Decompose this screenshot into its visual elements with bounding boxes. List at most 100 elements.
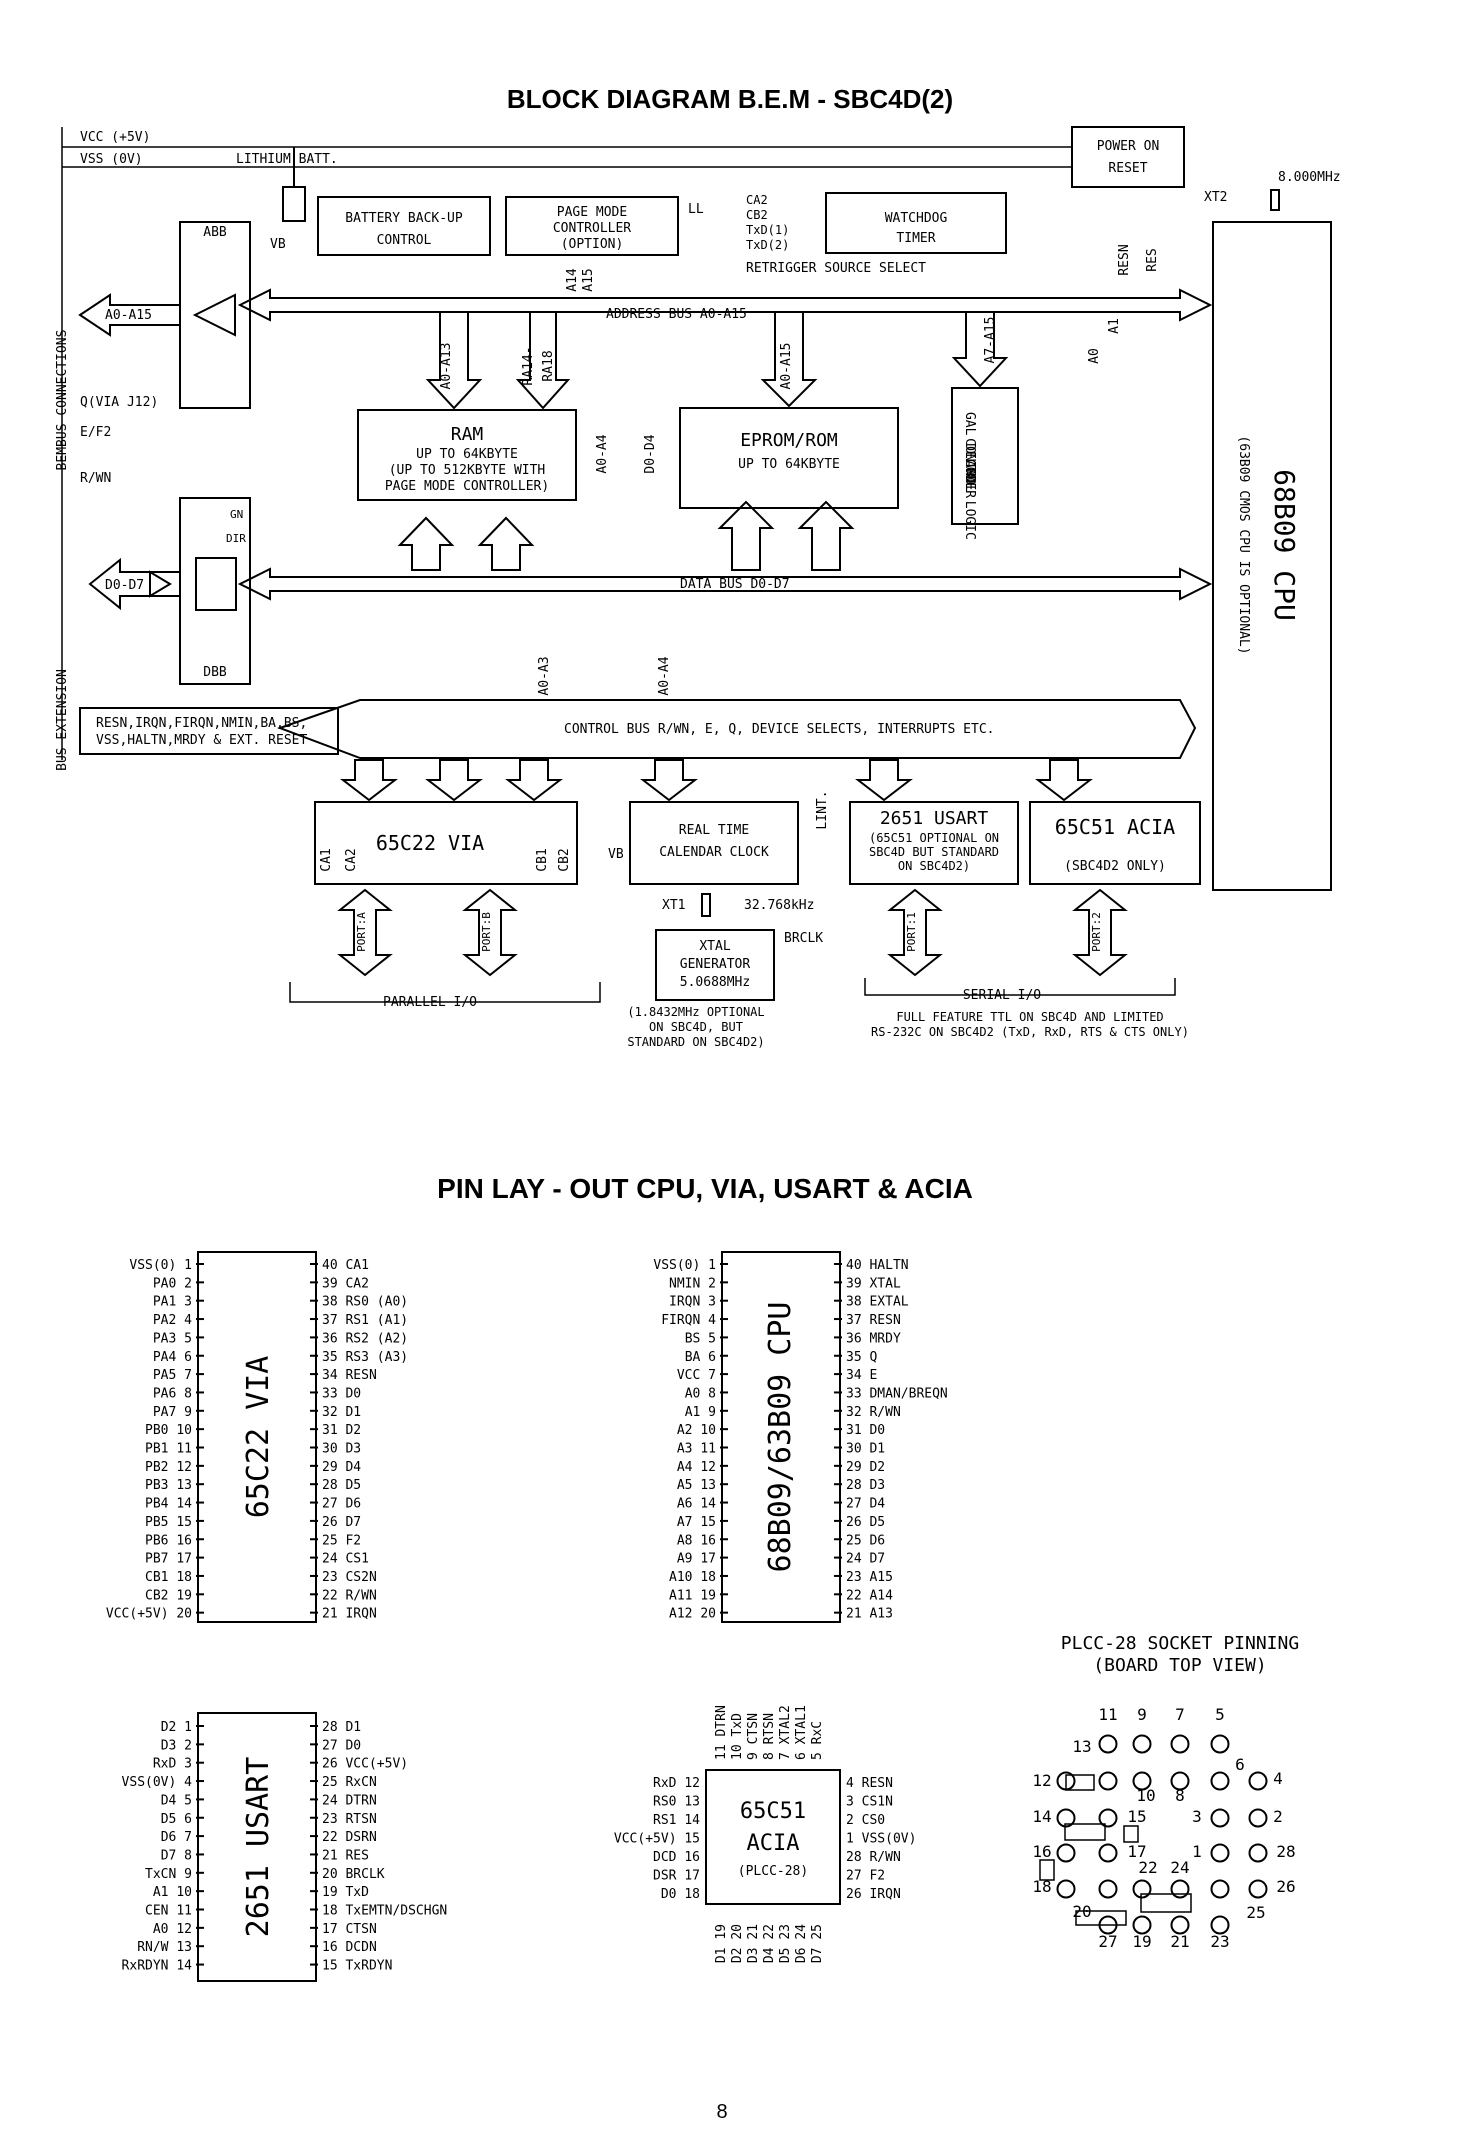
control-bus-label: CONTROL BUS R/WN, E, Q, DEVICE SELECTS, … — [564, 722, 994, 737]
clk-8mhz-label: 8.000MHz — [1278, 170, 1341, 185]
cpu-pin-35: 35 Q — [846, 1350, 877, 1365]
via-pin-34: 34 RESN — [322, 1368, 377, 1383]
serial-io-label: SERIAL I/O — [963, 988, 1041, 1003]
plcc-socket-hole — [1248, 1879, 1268, 1899]
power-on-reset-box — [1071, 126, 1185, 188]
eprom-text: UP TO 64KBYTE — [738, 457, 840, 472]
port-1-label: PORT:1 — [905, 912, 918, 952]
acia-top-pin-3: 8 RTSN — [762, 1713, 777, 1760]
via-pin-16: PB6 16 — [145, 1533, 192, 1548]
usart-pin-8: D7 8 — [161, 1848, 192, 1863]
plcc-socket-hole — [1210, 1843, 1230, 1863]
acia-bottom-pin-2: D3 21 — [746, 1924, 761, 1963]
d0d7-left-label: D0-D7 — [105, 578, 144, 593]
a14-label: A14 — [565, 268, 580, 292]
via-pin-1: VSS(0) 1 — [129, 1258, 192, 1273]
acia-right-pin-2: 2 CS0 — [846, 1813, 885, 1828]
bembus-connections-label: BEMBUS CONNECTIONS — [55, 330, 70, 471]
plcc-socket-hole — [1170, 1734, 1190, 1754]
rtc-box — [629, 801, 799, 885]
usart-pin-17: 17 CTSN — [322, 1922, 377, 1937]
via-box — [314, 801, 578, 885]
abb-label: ABB — [203, 225, 227, 240]
plcc-socket-hole — [1056, 1808, 1076, 1828]
address-bus-label: ADDRESS BUS A0-A15 — [606, 307, 747, 322]
retrigger-label: RETRIGGER SOURCE SELECT — [746, 261, 926, 276]
plcc-pin-number-24: 24 — [1170, 1858, 1189, 1877]
dbb-label: DBB — [203, 665, 227, 680]
cpu-pin-37: 37 RESN — [846, 1313, 901, 1328]
cpu-pin-3: IRQN 3 — [669, 1295, 716, 1310]
plcc-socket-hole — [1132, 1879, 1152, 1899]
rtc-text-line-1: CALENDAR CLOCK — [659, 845, 769, 860]
plcc-socket-hole — [1098, 1734, 1118, 1754]
acia-right-pin-1: 3 CS1N — [846, 1795, 893, 1810]
cpu-pin-28: 28 D3 — [846, 1478, 885, 1493]
gal-text-line-0: GAL DECODER — [962, 412, 977, 498]
via-pin-40: 40 CA1 — [322, 1258, 369, 1273]
parallel-io-label: PARALLEL I/O — [383, 995, 477, 1010]
plcc-pin-number-16: 16 — [1032, 1842, 1051, 1861]
cpu-pin-2: NMIN 2 — [669, 1276, 716, 1291]
a0-label: A0 — [1087, 348, 1102, 364]
plcc-pin-number-23: 23 — [1210, 1932, 1229, 1951]
via-pin-18: CB1 18 — [145, 1570, 192, 1585]
ram-a0a13-label: A0-A13 — [439, 343, 454, 390]
plcc-pin-number-15: 15 — [1127, 1807, 1146, 1826]
gn-label: GN — [230, 508, 243, 521]
via-pin-8: PA6 8 — [153, 1386, 192, 1401]
watchdog-box — [825, 192, 1007, 254]
battery-text-line-0: BATTERY BACK-UP — [345, 211, 463, 226]
via-pin-10: PB0 10 — [145, 1423, 192, 1438]
acia-chip-body — [705, 1769, 841, 1905]
usart-pin-2: D3 2 — [161, 1738, 192, 1753]
plcc-socket-hole — [1098, 1879, 1118, 1899]
xtal-gen-text-line-0: XTAL — [699, 939, 730, 954]
cpu-note: (63B09 CMOS CPU IS OPTIONAL) — [1236, 435, 1251, 654]
page-mode-text-line-2: (OPTION) — [561, 237, 624, 252]
via-pin-33: 33 D0 — [322, 1386, 361, 1401]
cpu-pin-26: 26 D5 — [846, 1515, 885, 1530]
plcc-pin-number-1: 1 — [1192, 1842, 1202, 1861]
a15-label: A15 — [581, 268, 596, 291]
control-ext-box — [79, 707, 339, 755]
usart-title: 2651 USART — [880, 808, 989, 829]
a0a4b-label: A0-A4 — [657, 656, 672, 695]
acia-top-pin-0: 11 DTRN — [714, 1705, 729, 1760]
ra18-label: RA18 — [541, 350, 556, 381]
cpu-pin-19: A11 19 — [669, 1588, 716, 1603]
ef2-label: E/F2 — [80, 425, 111, 440]
cpu-pin-12: A4 12 — [677, 1460, 716, 1475]
eprom-box — [679, 407, 899, 509]
cpu-pin-20: A12 20 — [669, 1607, 716, 1622]
d0d4-label: D0-D4 — [643, 434, 658, 473]
acia-left-pin-3: VCC(+5V) 15 — [614, 1832, 700, 1847]
address-bus-arrow — [237, 288, 1213, 322]
acia-left-pin-2: RS1 14 — [653, 1813, 700, 1828]
via-pin-35: 35 RS3 (A3) — [322, 1350, 408, 1365]
page-mode-text-line-0: PAGE MODE — [557, 205, 627, 220]
gal-a-label: A7-A15 — [983, 317, 998, 364]
via-pin-2: PA0 2 — [153, 1276, 192, 1291]
data-bus-arrow — [237, 567, 1213, 601]
page-number: 8 — [716, 2101, 727, 2123]
plcc-pin-number-9: 9 — [1137, 1705, 1147, 1724]
via-name: 65C22 VIA — [241, 1356, 276, 1519]
via-pin-39: 39 CA2 — [322, 1276, 369, 1291]
acia-top-pin-6: 5 RxC — [810, 1721, 825, 1760]
usart-pin-19: 19 TxD — [322, 1885, 369, 1900]
usart-pin-1: D2 1 — [161, 1720, 192, 1735]
port-a-label: PORT:A — [355, 912, 368, 952]
plcc-pin-number-28: 28 — [1276, 1842, 1295, 1861]
rwn-label: R/WN — [80, 471, 111, 486]
plcc-socket-hole — [1132, 1915, 1152, 1935]
via-pin-6: PA4 6 — [153, 1350, 192, 1365]
ram-title: RAM — [451, 424, 484, 445]
acia-bottom-pin-1: D2 20 — [730, 1924, 745, 1963]
via-pin-29: 29 D4 — [322, 1460, 361, 1475]
ram-text-line-0: UP TO 64KBYTE — [416, 447, 518, 462]
via-pin-14: PB4 14 — [145, 1497, 192, 1512]
acia-right-pin-3: 1 VSS(0V) — [846, 1832, 916, 1847]
plcc-socket-hole — [1210, 1879, 1230, 1899]
